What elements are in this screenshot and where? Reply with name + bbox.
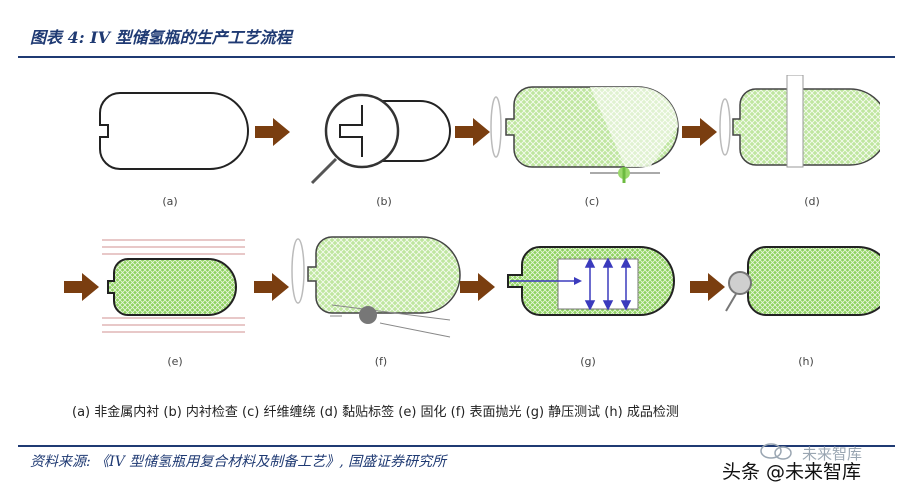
- arrow-g-h: [690, 273, 725, 301]
- arrow-b-c: [455, 118, 490, 146]
- arrow-a-b: [255, 118, 290, 146]
- step-caption: (a) 非金属内衬 (b) 内衬检查 (c) 纤维缠绕 (d) 黏贴标签 (e)…: [72, 405, 679, 420]
- process-diagram-svg: (a) (b) (c) (d) (e): [64, 75, 880, 368]
- panel-c-winding: [490, 86, 679, 183]
- figure-title: 图表 4: IV 型储氢瓶的生产工艺流程: [30, 28, 292, 47]
- arrow-into-e: [64, 273, 99, 301]
- panel-d-labeling: [719, 75, 880, 168]
- wechat-icon: [760, 443, 792, 460]
- panel-b-label: (b): [376, 195, 392, 208]
- panel-a-label: (a): [162, 195, 177, 208]
- footer-rule: [18, 445, 895, 447]
- panel-h-final-inspection: [725, 246, 880, 316]
- panel-e-curing: [102, 239, 245, 333]
- header-rule: [18, 56, 895, 58]
- panel-f-polishing: [291, 236, 461, 338]
- arrow-e-f: [254, 273, 289, 301]
- arrow-f-g: [460, 273, 495, 301]
- panel-g-pressure-test: [507, 246, 675, 316]
- panel-c-label: (c): [585, 195, 600, 208]
- panel-b-inspection: [310, 93, 451, 185]
- arrow-c-d: [682, 118, 717, 146]
- panel-a-liner: [99, 92, 249, 170]
- panel-g-label: (g): [580, 355, 596, 368]
- panel-d-label: (d): [804, 195, 820, 208]
- source-note: 资料来源: 《IV 型储氢瓶用复合材料及制备工艺》, 国盛证券研究所: [30, 454, 447, 470]
- panel-e-label: (e): [167, 355, 182, 368]
- watermark: 头条 @未来智库: [722, 461, 862, 483]
- panel-h-label: (h): [798, 355, 814, 368]
- watermark-ghost: 未来智库: [802, 445, 863, 463]
- process-diagram: (a) (b) (c) (d) (e): [50, 75, 880, 430]
- panel-f-label: (f): [375, 355, 387, 368]
